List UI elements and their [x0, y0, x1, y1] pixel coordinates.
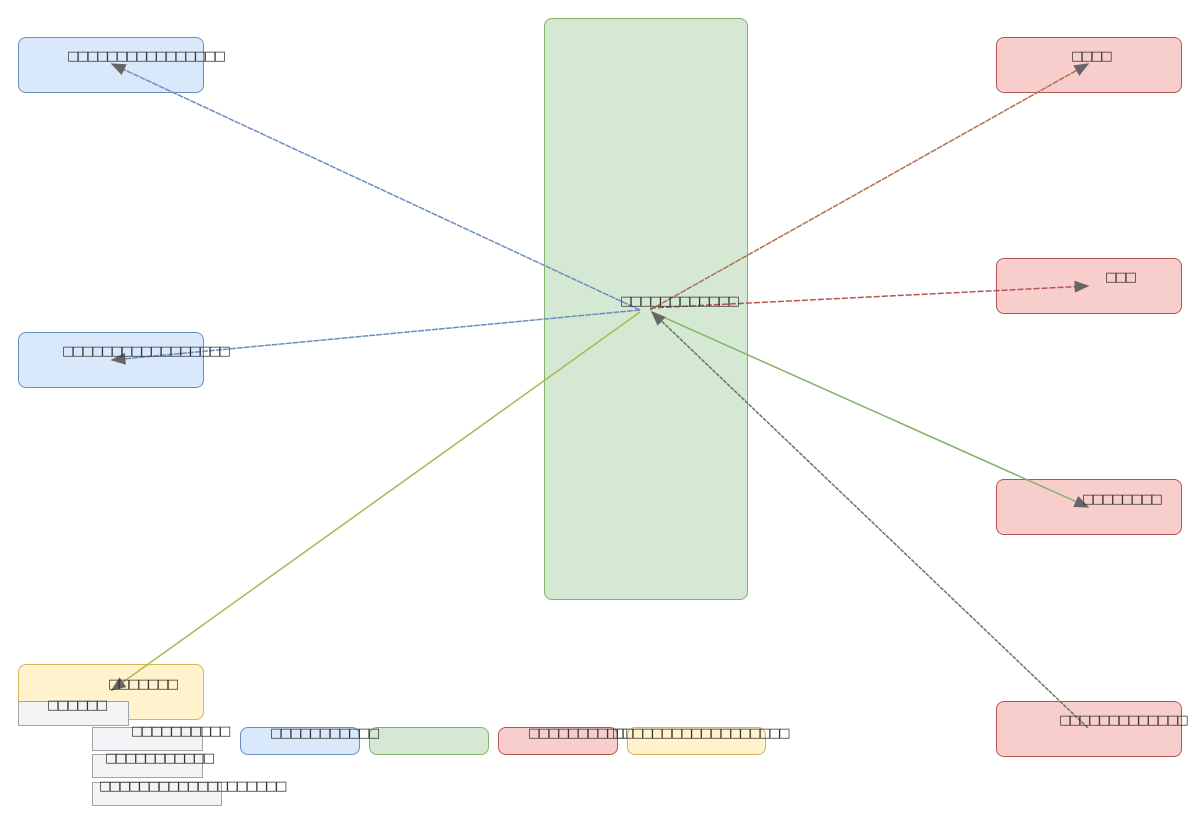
edge-blue-top — [110, 63, 641, 311]
edge-red-1 — [649, 63, 1090, 311]
legend-blue — [240, 727, 360, 755]
legend-gray-2-label: □□□□□□□□□□ — [131, 724, 231, 739]
edge-red-4 — [650, 310, 1089, 729]
node-red-4[interactable] — [996, 701, 1182, 757]
blue-top-label: □□□□□□□□□□□□□□□□ — [67, 49, 226, 64]
legend-gray-3 — [92, 754, 203, 778]
red-4-label: □□□□□□□□□□□□□ — [1059, 713, 1189, 728]
blue-mid-label: □□□□□□□□□□□□□□□□□ — [62, 344, 231, 359]
red-2-label: □□□ — [1105, 270, 1137, 285]
yellow-label: □□□□□□□ — [108, 677, 179, 692]
legend-yellow-label: □□□□□□□□□□□□□□□□□□ — [612, 726, 791, 741]
edge-yellow — [110, 311, 641, 691]
red-1-label: □□□□ — [1071, 49, 1113, 64]
edge-red-2 — [649, 280, 1090, 309]
legend-green — [369, 727, 489, 755]
red-3-label: □□□□□□□□ — [1082, 492, 1163, 507]
legend-gray-2 — [92, 727, 203, 751]
legend-gray-4 — [92, 782, 222, 806]
center-label: □□□□□□□□□□□□ — [620, 294, 740, 309]
edge-blue-mid — [110, 309, 641, 365]
legend-red-label: □□□□□□□□□□ — [528, 726, 628, 741]
legend-red — [498, 727, 618, 755]
edge-red-3 — [651, 311, 1090, 508]
legend-blue-label: □□□□□□□□□□□ — [270, 726, 380, 741]
legend-gray-1 — [18, 701, 129, 726]
legend-gray-3-label: □□□□□□□□□□□ — [105, 751, 215, 766]
legend-gray-1-label: □□□□□□ — [47, 698, 108, 713]
central-container[interactable] — [544, 18, 748, 600]
legend-yellow — [627, 727, 766, 755]
legend-gray-4-label: □□□□□□□□□□□□□□□□□□□ — [99, 779, 287, 794]
